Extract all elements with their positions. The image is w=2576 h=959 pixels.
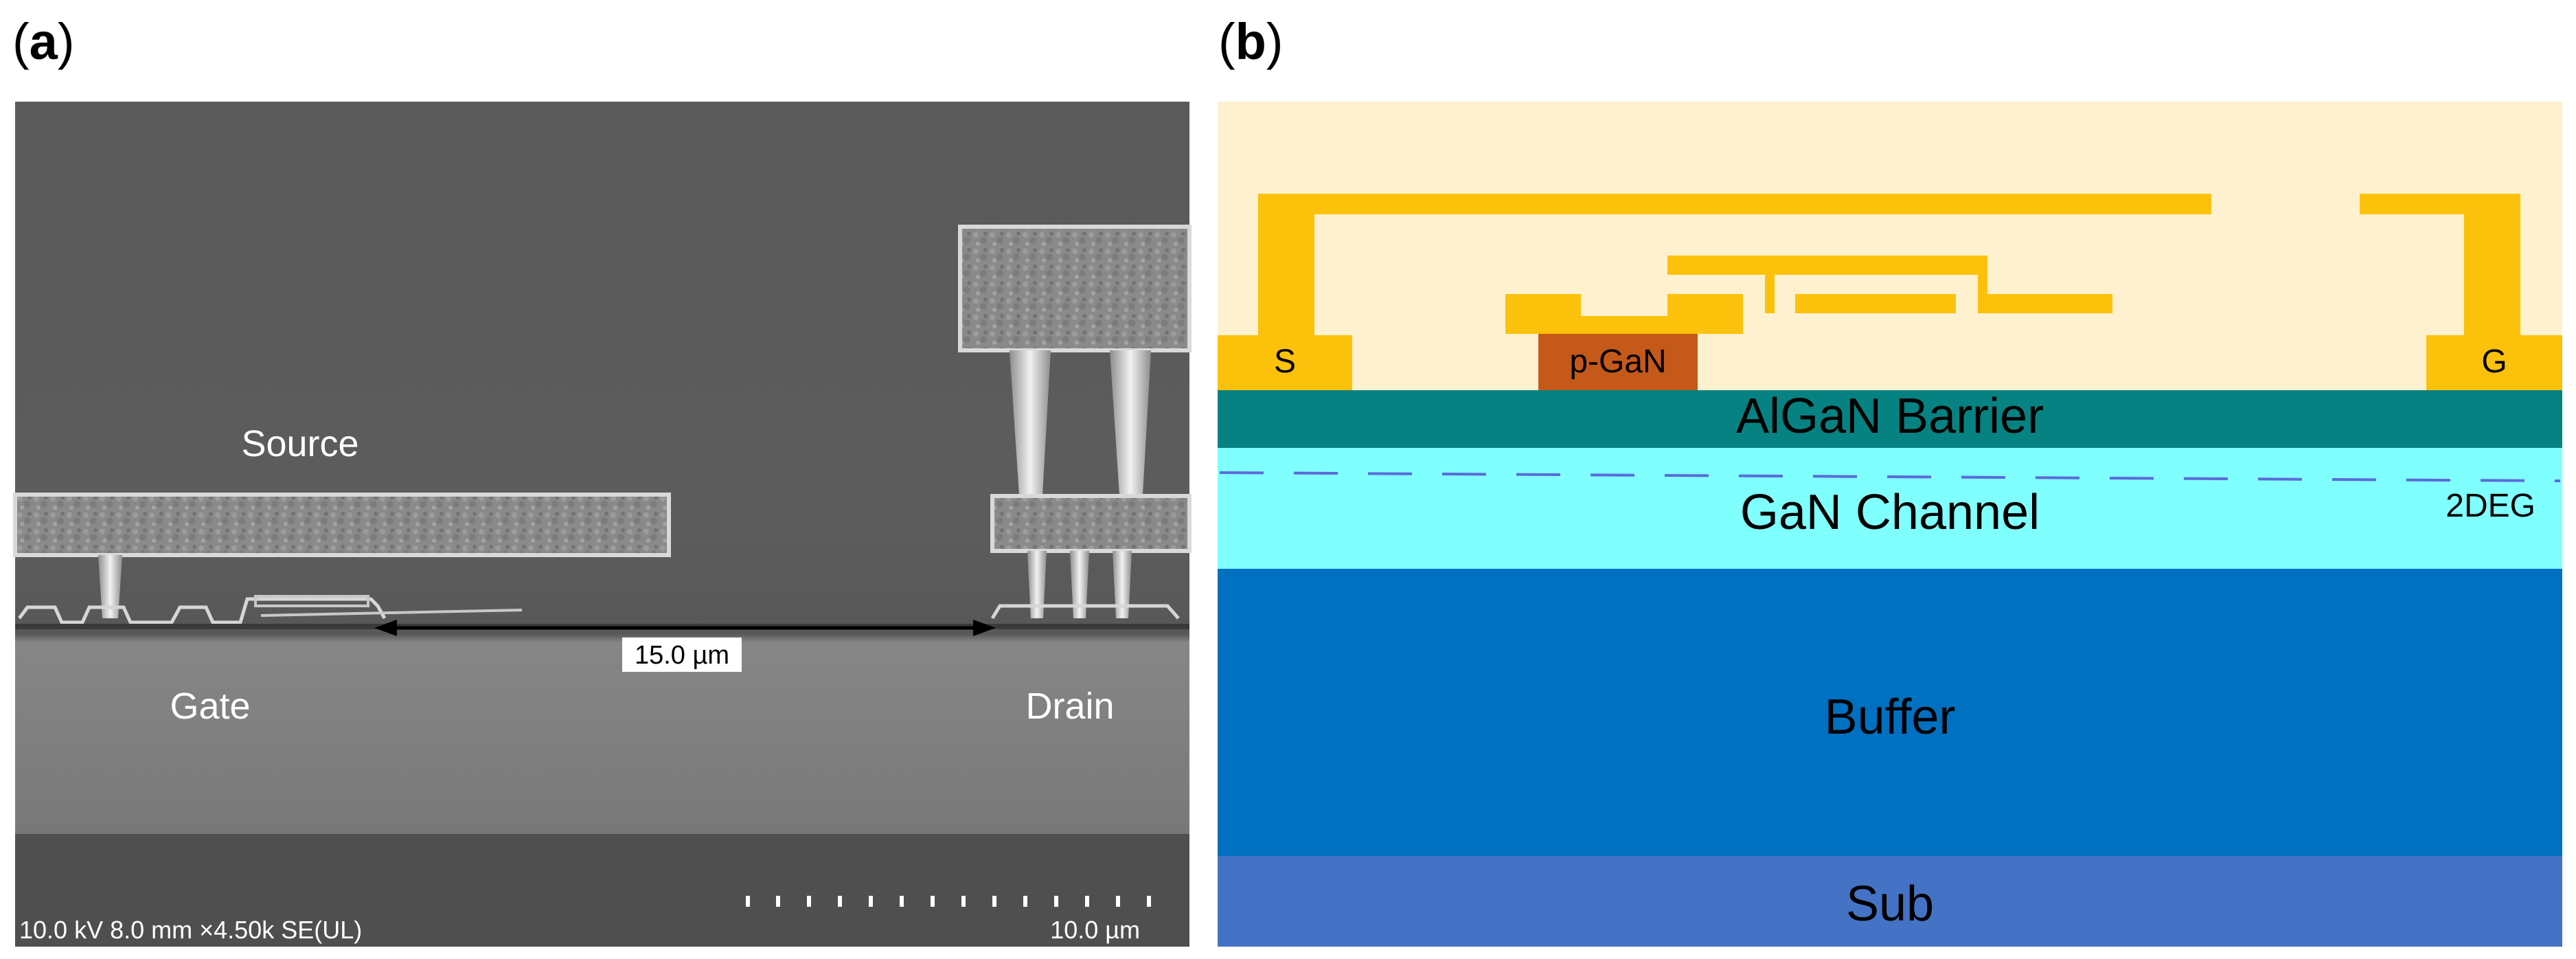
measurement-label-box: [622, 638, 742, 672]
channel-layer: [1218, 448, 2562, 569]
gate-structure-outline: [18, 597, 387, 624]
gate-vertical: [2464, 194, 2520, 335]
panel-a-label: (a): [12, 13, 74, 70]
drain-upper-via-2: [1110, 350, 1151, 495]
substrate-label: Sub: [1846, 877, 1934, 932]
field-plate-top: [1667, 256, 1987, 275]
gate-label: Gate: [170, 686, 250, 727]
buffer-label: Buffer: [1825, 690, 1956, 745]
drain-lower-via-2: [1070, 551, 1089, 618]
source-metal-plate: [13, 493, 671, 557]
source-contact: [1218, 335, 1352, 390]
field-plate-stem: [1765, 256, 1775, 313]
drain-contact-outline: [990, 604, 1180, 620]
measurement-label: 15.0 µm: [635, 641, 729, 670]
panel-b-label: (b): [1218, 13, 1284, 70]
drain-lower-plate: [990, 494, 1192, 553]
drain-top-plate: [958, 225, 1192, 352]
buffer-layer: [1218, 569, 2562, 856]
panel-a: (a) 15.0 µm Source Gate Dra: [12, 13, 1192, 947]
twodeg-label: 2DEG: [2446, 488, 2535, 524]
substrate-layer: [1218, 856, 2562, 947]
panel-b: (b) S G p-GaN: [1218, 13, 2562, 947]
passivation-layer: [1218, 102, 2562, 390]
barrier-layer: [1218, 390, 2562, 448]
source-label: Source: [241, 423, 358, 464]
gate-contact-label: G: [2481, 343, 2507, 380]
barrier-label: AlGaN Barrier: [1736, 389, 2044, 444]
scale-bar-label: 10.0 µm: [1050, 916, 1140, 944]
drain-lower-via-3: [1113, 551, 1132, 618]
field-plate-2: [260, 609, 523, 617]
pgan-block: [1538, 334, 1698, 390]
field-plate-mid: [1795, 294, 1956, 313]
gate-metal-bridge: [1505, 316, 1743, 334]
source-contact-label: S: [1274, 343, 1296, 380]
twodeg-line: [1219, 471, 2561, 482]
field-plate-right: [1978, 294, 2112, 313]
channel-label: GaN Channel: [1740, 485, 2040, 540]
source-via: [98, 555, 122, 618]
drain-lower-via-1: [1027, 551, 1047, 618]
measurement-arrow-right: [973, 620, 996, 636]
pgan-label: p-GaN: [1569, 343, 1666, 380]
field-plate-1: [254, 595, 369, 607]
source-vertical: [1258, 194, 1314, 335]
sem-info-text: 10.0 kV 8.0 mm ×4.50k SE(UL): [19, 916, 362, 944]
drain-upper-via-1: [1010, 350, 1051, 495]
scale-bar-ticks: [746, 896, 1151, 907]
source-top-bar: [1258, 194, 2211, 214]
gate-contact: [2426, 335, 2562, 390]
metal-interconnects: [1218, 194, 2562, 390]
drain-label: Drain: [1025, 686, 1114, 727]
sem-surface-band: [15, 834, 1189, 947]
measurement-arrow-left: [374, 620, 397, 636]
